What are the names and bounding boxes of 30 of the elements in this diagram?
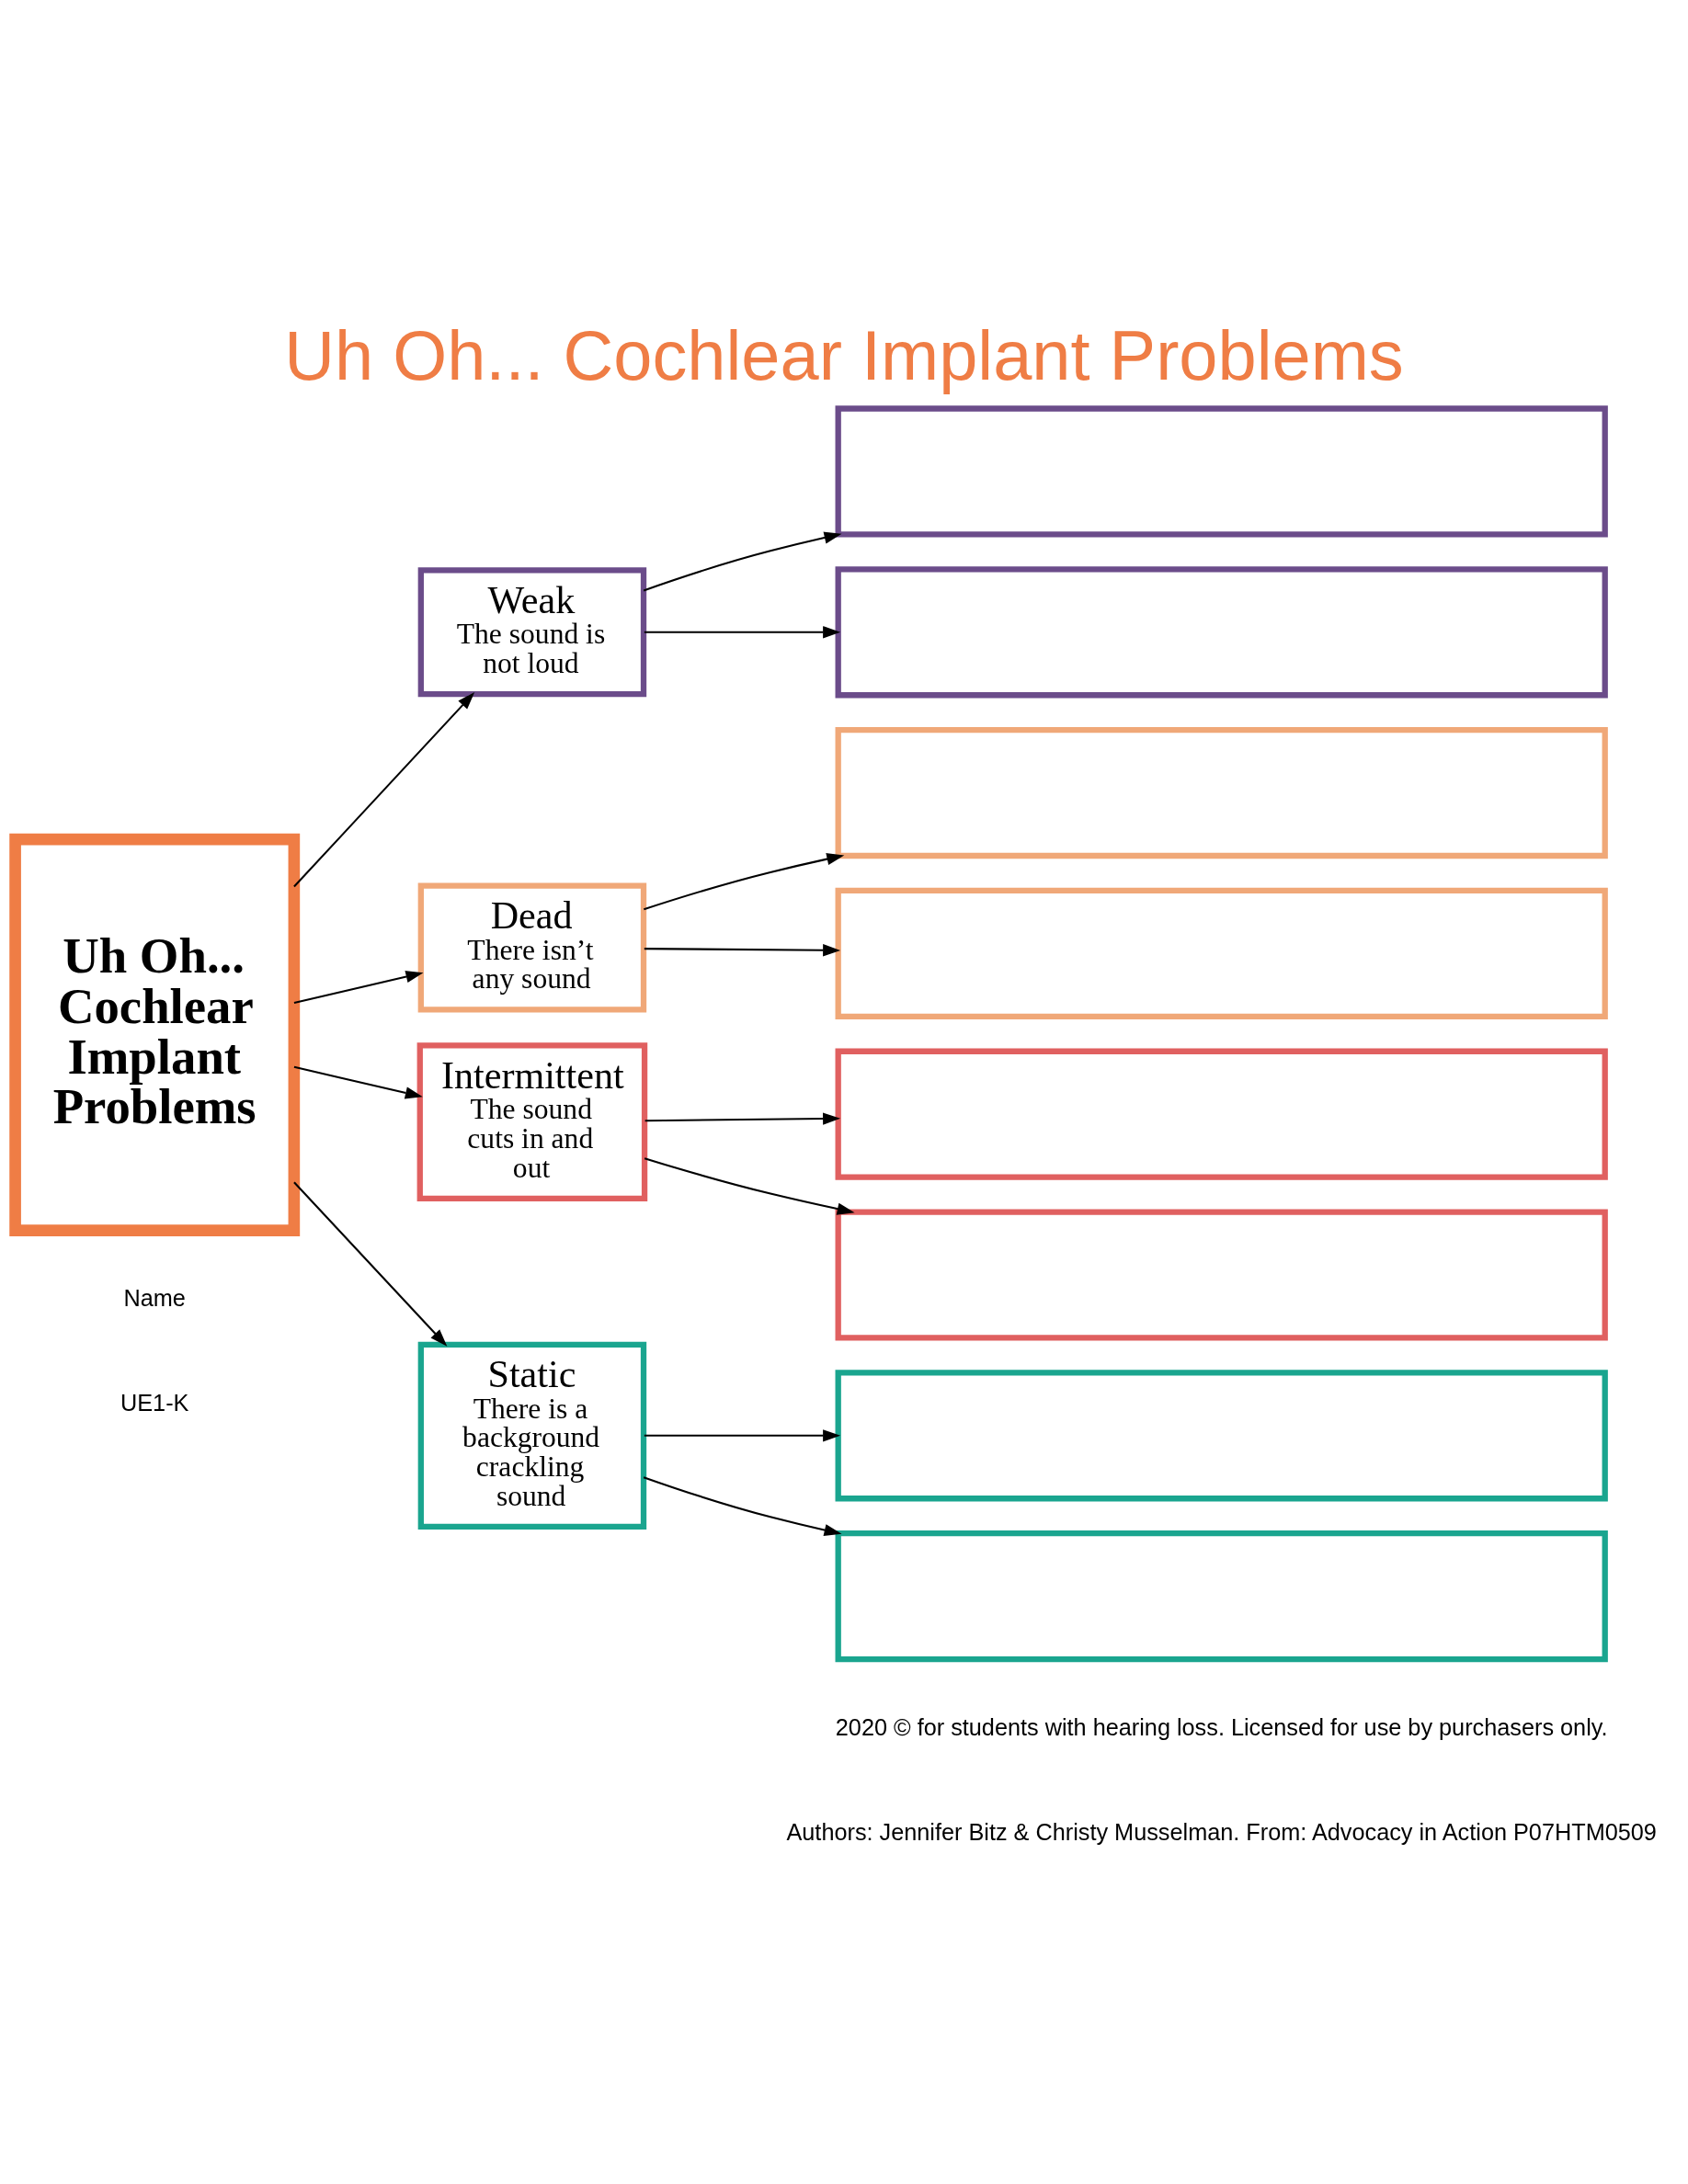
node-box: [835, 887, 1608, 1019]
node-box: Dead There isn’t any sound: [417, 882, 647, 1013]
label: UE1-K: [120, 1389, 189, 1416]
arrow: [644, 1428, 841, 1441]
node-box: Weak The sound is not loud: [417, 566, 647, 697]
arrow: [644, 625, 841, 638]
arrow: [293, 1181, 448, 1347]
node-box: [835, 726, 1608, 859]
arrow: [643, 530, 842, 591]
label: 2020 © for students with hearing loss. Licensed for use by purchasers only.: [835, 1713, 1608, 1740]
label: Authors: Jennifer Bitz & Christy Musselman. From: Advocacy in Action P07HTM0509: [786, 1818, 1657, 1845]
arrow: [293, 691, 475, 887]
arrow: [644, 852, 845, 910]
arrow: [644, 943, 841, 956]
node-box: [835, 404, 1608, 538]
node-box: [835, 1208, 1608, 1341]
node-box: [835, 565, 1608, 698]
arrow: [644, 1156, 855, 1215]
node-box: Uh Oh... Cochlear Implant Problems: [9, 833, 301, 1236]
node-box: [835, 1048, 1608, 1180]
arrow: [293, 1065, 423, 1098]
node-box: [835, 1530, 1608, 1662]
arrow: [644, 1111, 841, 1125]
node-box: [835, 1369, 1608, 1501]
node-box: Static There is a background crackling sound: [417, 1341, 647, 1530]
label: Name: [123, 1284, 186, 1311]
diagram-title: Uh Oh... Cochlear Implant Problems: [284, 315, 1404, 393]
arrow: [293, 970, 424, 1004]
node-box: Intermittent The sound cuts in and out: [416, 1041, 648, 1201]
arrow: [643, 1475, 842, 1536]
